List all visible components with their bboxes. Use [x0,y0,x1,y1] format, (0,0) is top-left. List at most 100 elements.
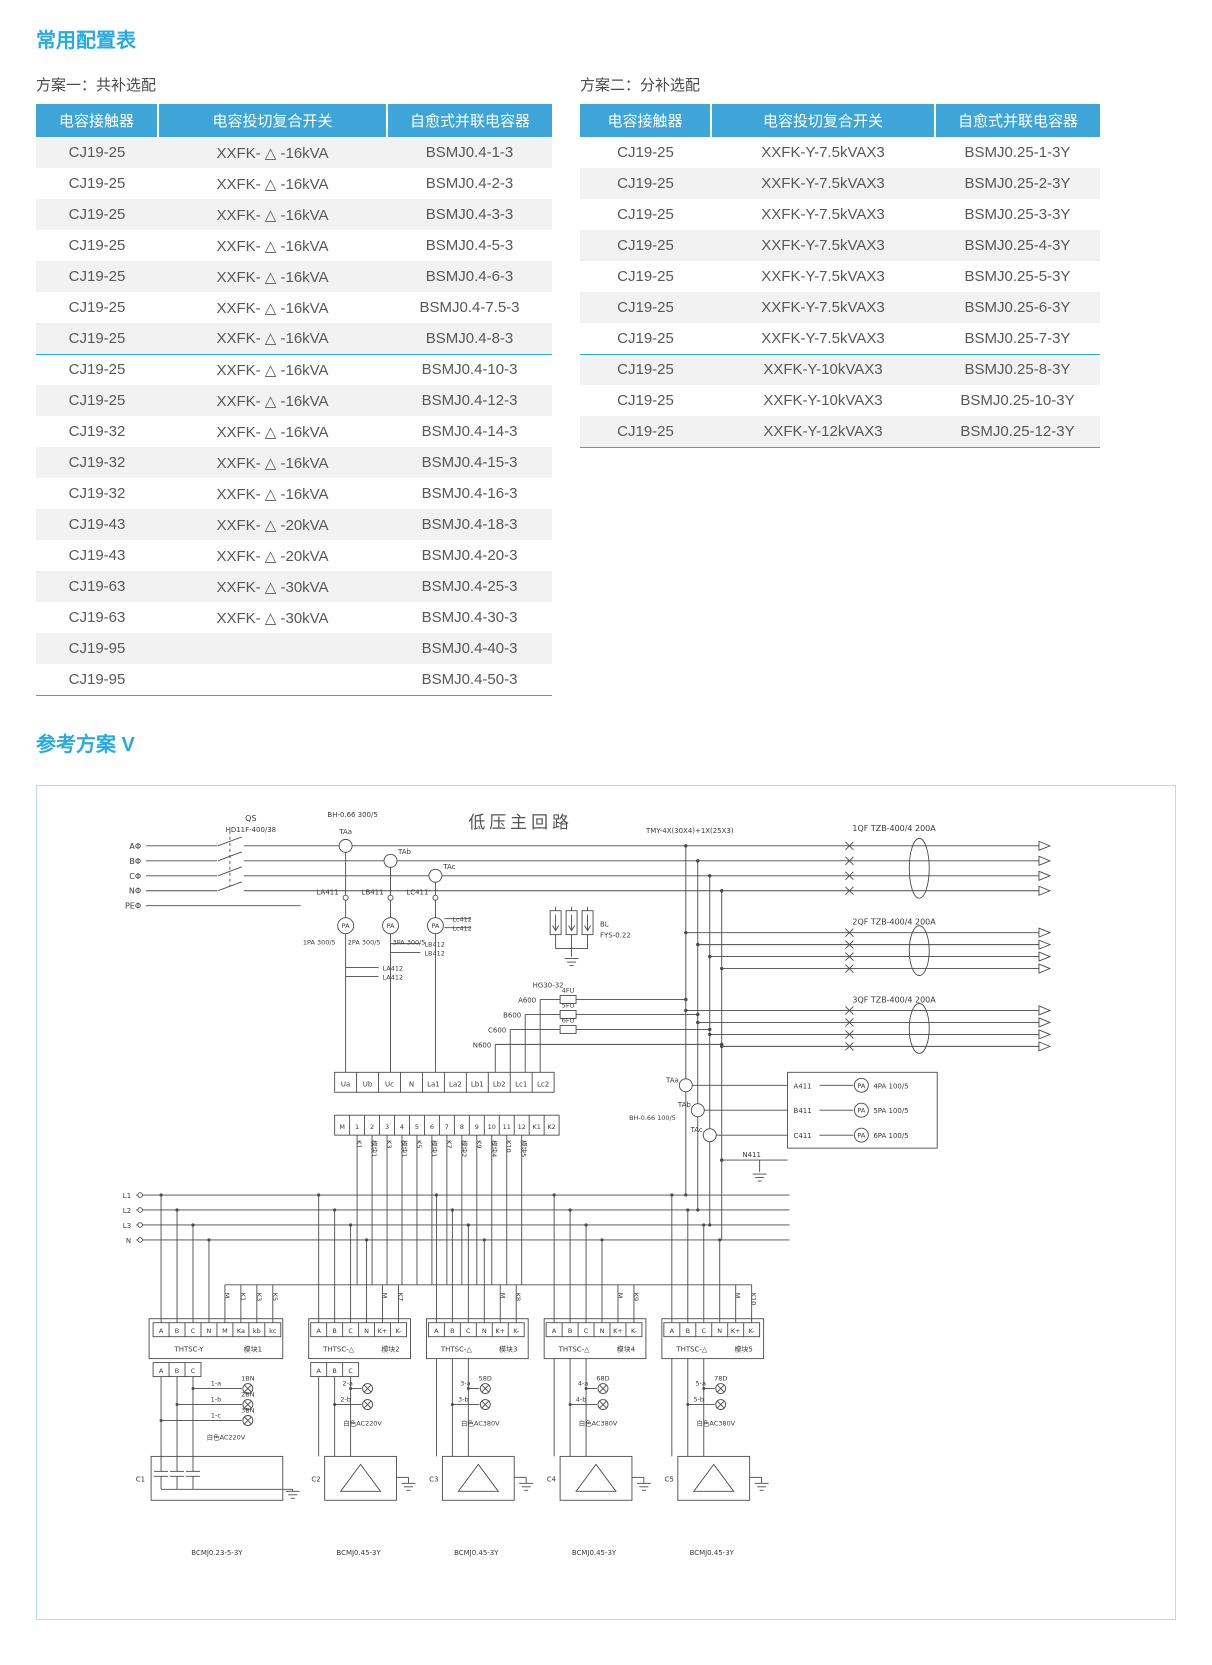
header-contactor: 电容接触器 [36,104,158,137]
page-title: 常用配置表 [36,30,136,52]
breaker3-label: 3QF TZB-400/4 200A [852,995,936,1004]
table-row: CJ19-25 XXFK-Y-7.5kVAX3 BSMJ0.25-1-3Y [580,137,1100,168]
cell-capacitor: BSMJ0.25-5-3Y [964,268,1071,285]
table-row: CJ19-32 XXFK- △ -16kVA BSMJ0.4-14-3 [36,416,552,447]
pa-glyph: PA [857,1132,865,1140]
breaker1-label: 1QF TZB-400/4 200A [852,824,936,833]
svg-text:LA412: LA412 [383,965,404,973]
ct2-tab-label: TAb [677,1101,691,1109]
meter-6pa-label: 6PA 100/5 [873,1132,908,1140]
cell-switch: XXFK-Y-7.5kVAX3 [761,175,885,192]
diagram-title: 低压主回路 [468,812,573,832]
cell-capacitor: BSMJ0.4-40-3 [421,640,518,657]
vertical-feeders [685,845,723,1240]
svg-text:M: M [734,1293,742,1299]
cell-contactor: CJ19-25 [617,329,674,347]
wire-c411-label: C411 [794,1132,812,1140]
header-contactor: 电容接触器 [580,104,711,137]
cell-switch: XXFK- △ -16kVA [216,392,329,410]
table-row: CJ19-32 XXFK- △ -16kVA BSMJ0.4-16-3 [36,478,552,509]
cell-capacitor: BSMJ0.4-25-3 [421,578,518,595]
tap-lc411-label: LC411 [406,889,428,897]
cell-capacitor: BSMJ0.25-3-3Y [964,206,1071,223]
feeder-group-3 [685,1003,1051,1054]
module-ref: 模块2 [381,1345,399,1354]
control-wires [224,1135,753,1323]
table-row: CJ19-25 XXFK-Y-7.5kVAX3 BSMJ0.25-2-3Y [580,168,1100,199]
capacitor-ref: C1 [136,1475,145,1483]
cell-capacitor: BSMJ0.4-2-3 [425,175,514,192]
svg-text:LA412: LA412 [383,974,404,982]
wire-c600-label: C600 [488,1026,506,1034]
module-name: THTSC-△ [558,1346,591,1354]
module-name: THTSC-△ [675,1346,708,1354]
cell-switch: XXFK- △ -20kVA [216,547,329,565]
capacitor-model: BCMJ0.45-3Y [336,1549,381,1557]
hg-label: HG30-32 [533,982,564,990]
cell-switch: XXFK-Y-7.5kVAX3 [761,299,885,316]
ct1-model-label: BH-0.66 300/5 [327,811,377,819]
cell-switch: XXFK-Y-7.5kVAX3 [761,237,885,254]
table-row: CJ19-25 XXFK- △ -16kVA BSMJ0.4-10-3 [36,353,552,385]
module-name: THTSC-△ [322,1346,355,1354]
header-capacitor: 自愈式并联电容器 [934,104,1100,137]
tap-lb411-label: LB411 [362,889,384,897]
cell-contactor: CJ19-32 [68,454,126,471]
tap-la411-label: LA411 [317,889,339,897]
svg-text:K9: K9 [475,1140,483,1148]
cell-contactor: CJ19-25 [617,237,674,254]
svg-text:Lc412: Lc412 [452,925,472,933]
cell-contactor: CJ19-63 [68,578,126,595]
table2-header-row: 电容接触器 电容投切复合开关 自愈式并联电容器 [580,104,1100,137]
cell-switch [158,633,387,664]
feeder-group-2 [685,925,1051,976]
cell-contactor: CJ19-25 [68,237,126,254]
header-capacitor: 自愈式并联电容器 [386,104,552,137]
table-row: CJ19-25 XXFK- △ -16kVA BSMJ0.4-5-3 [36,230,552,261]
cell-capacitor: BSMJ0.4-1-3 [425,144,514,161]
table-row: CJ19-25 XXFK-Y-7.5kVAX3 BSMJ0.25-5-3Y [580,261,1100,292]
table-row: CJ19-25 XXFK-Y-12kVAX3 BSMJ0.25-12-3Y [580,416,1100,448]
module-ref: 模块4 [617,1345,636,1354]
capacitor-model: BCMJ0.45-3Y [454,1549,499,1557]
svg-text:K7: K7 [445,1140,453,1148]
table-row: CJ19-25 XXFK-Y-10kVAX3 BSMJ0.25-10-3Y [580,385,1100,416]
cell-switch: XXFK- △ -30kVA [216,578,329,596]
main-phase-lines [146,830,1039,907]
cell-capacitor: BSMJ0.4-50-3 [387,664,552,696]
cell-contactor: CJ19-25 [36,353,158,385]
cell-contactor: CJ19-25 [580,416,711,448]
cell-capacitor: BSMJ0.25-6-3Y [964,299,1071,316]
cell-contactor: CJ19-25 [68,392,126,409]
table-row: CJ19-25 XXFK- △ -16kVA BSMJ0.4-1-3 [36,137,552,168]
ct2-taa-label: TAa [665,1076,679,1084]
cell-contactor: CJ19-63 [68,609,126,626]
ct2-tac-label: TAc [690,1126,703,1134]
cell-switch [158,664,387,696]
svg-text:2-a2-b: 2-a2-b [340,1380,353,1404]
module-ref: 模块3 [499,1345,517,1354]
cell-contactor: CJ19-25 [68,175,126,192]
breaker2-label: 2QF TZB-400/4 200A [852,918,936,927]
cell-switch: XXFK- △ -16kVA [216,144,329,162]
cell-switch: XXFK- △ -20kVA [216,516,329,534]
cell-capacitor: BSMJ0.4-16-3 [421,485,518,502]
qs-label: QS [245,814,256,823]
cell-contactor: CJ19-25 [617,268,674,285]
svg-text:K10: K10 [505,1140,513,1152]
cell-switch: XXFK- △ -16kVA [216,485,329,503]
